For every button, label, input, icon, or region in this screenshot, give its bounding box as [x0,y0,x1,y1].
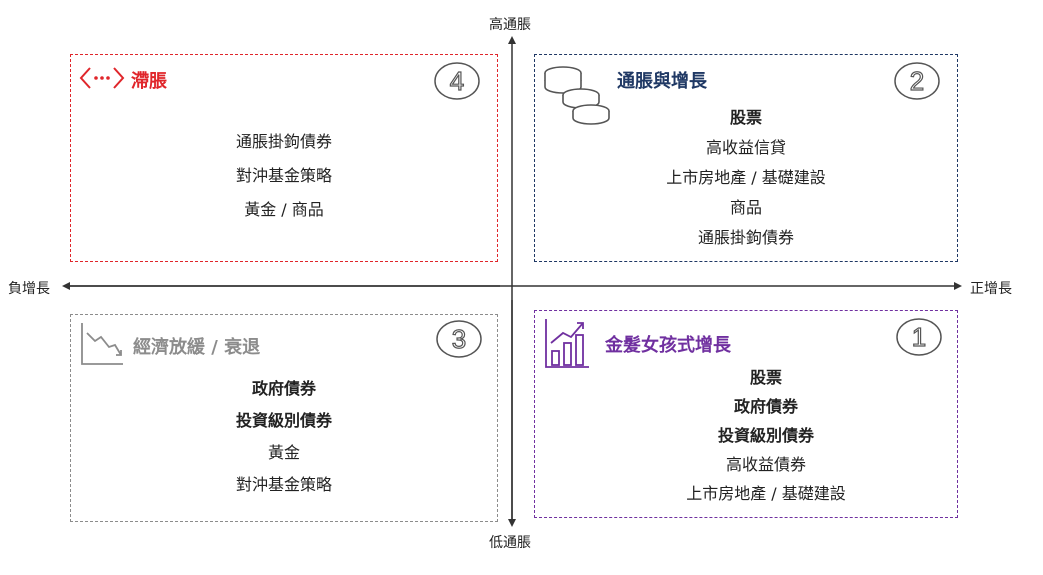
quadrant-goldilocks-list: 股票 政府債券 投資級別債券 高收益債券 上市房地產 / 基礎建設 [535,363,957,508]
quadrant-inflation-growth-number: 2 [910,66,924,96]
axis-label-negative-growth: 負增長 [8,281,50,297]
declining-chart-icon [79,321,125,371]
axis-label-low-inflation: 低通脹 [489,535,531,551]
list-item: 商品 [729,198,762,217]
number-3-icon: 3 [435,319,483,363]
list-item: 黃金 / 商品 [244,200,324,219]
quadrant-goldilocks-title: 金髮女孩式增長 [605,335,731,356]
list-item: 對沖基金策略 [235,166,332,185]
list-item: 高收益債券 [725,455,806,474]
list-item: 上市房地產 / 基礎建設 [686,484,846,503]
list-item: 投資級別債券 [717,426,814,445]
list-item: 黃金 [267,443,300,462]
coins-icon [541,61,613,131]
list-item: 政府債券 [733,397,798,416]
number-4-icon: 4 [433,61,481,105]
quadrant-slowdown: 經濟放緩 / 衰退 3 政府債券 投資級別債券 黃金 對沖基金策略 [70,314,498,522]
quadrant-stagflation-list: 通脹掛鉤債券 對沖基金策略 黃金 / 商品 [71,125,497,227]
quadrant-inflation-growth-list: 股票 高收益信貸 上市房地產 / 基礎建設 商品 通脹掛鉤債券 [535,103,957,253]
list-item: 上市房地產 / 基礎建設 [666,168,826,187]
number-2-icon: 2 [893,61,941,105]
axis-label-positive-growth: 正增長 [970,281,1012,297]
quadrant-inflation-growth-title: 通脹與增長 [617,71,707,92]
list-item: 投資級別債券 [235,411,332,430]
number-1-icon: 1 [895,317,943,361]
quadrant-goldilocks-number: 1 [912,322,926,352]
list-item: 通脹掛鉤債券 [697,228,794,247]
list-item: 政府債券 [251,379,316,398]
quadrant-goldilocks: 金髮女孩式增長 1 股票 政府債券 投資級別債券 高收益債券 上市房地產 / 基… [534,310,958,518]
list-item: 股票 [729,108,762,127]
axis-label-high-inflation: 高通脹 [489,17,531,33]
quadrant-stagflation: 滯脹 4 通脹掛鉤債券 對沖基金策略 黃金 / 商品 [70,54,498,262]
list-item: 對沖基金策略 [235,475,332,494]
list-item: 通脹掛鉤債券 [235,132,332,151]
quadrant-stagflation-title: 滯脹 [131,71,167,92]
quadrant-slowdown-number: 3 [452,324,466,354]
quadrant-slowdown-title: 經濟放緩 / 衰退 [133,337,261,358]
rising-bar-chart-icon [543,317,591,373]
quadrant-stagflation-number: 4 [450,66,464,96]
code-brackets-icon [79,65,125,95]
quadrant-slowdown-list: 政府債券 投資級別債券 黃金 對沖基金策略 [71,373,497,501]
quadrant-inflation-growth: 通脹與增長 2 股票 高收益信貸 上市房地產 / 基礎建設 商品 通脹掛鉤債券 [534,54,958,262]
list-item: 股票 [749,368,782,387]
list-item: 高收益信貸 [705,138,786,157]
